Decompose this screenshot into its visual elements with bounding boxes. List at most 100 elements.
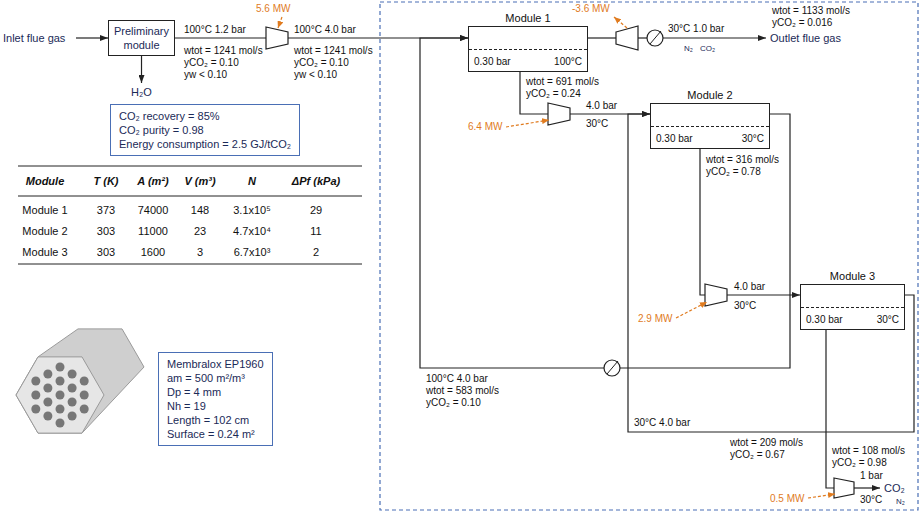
stream-label: yCO₂ = 0.10 [426, 397, 481, 409]
table-cell: Module 3 [22, 245, 67, 259]
expander-symbol [616, 26, 638, 50]
stream-connector [700, 149, 800, 295]
table-cell: 74000 [138, 203, 169, 217]
compressor-symbol [266, 27, 854, 498]
stream-label: yCO₂ = 0.98 [832, 457, 887, 469]
table-header: N [248, 174, 256, 188]
stream-label: yCO₂ = 0.10 [294, 57, 349, 69]
membrane-module: Module 10.30 bar100°C [468, 26, 588, 72]
table-cell: 303 [97, 245, 115, 259]
stream-label: 1 bar [860, 470, 883, 482]
stream-label: yCO₂ = 0.016 [772, 17, 832, 29]
temperature-label: 100°C [554, 56, 582, 68]
temperature-label: 30°C [877, 314, 899, 326]
stream-label: yCO₂ = 0.24 [526, 88, 581, 100]
summary-box: CO₂ recovery = 85%CO₂ purity = 0.98Energ… [110, 104, 300, 156]
table-rules [18, 166, 362, 264]
membrane-divider [651, 126, 769, 127]
stream-label: yCO₂ = 0.78 [706, 166, 761, 178]
temperature-label: 30°C [742, 133, 764, 145]
stream-label: wtot = 691 mol/s [526, 76, 599, 88]
stream-connector [520, 72, 650, 114]
table-header: Module [26, 174, 65, 188]
stream-label: wtot = 316 mol/s [706, 154, 779, 166]
module-title: Module 1 [469, 11, 587, 25]
outflow-arrow [141, 56, 142, 83]
node-text: Membralox EP1960 [167, 357, 264, 371]
stream-connector [628, 114, 914, 432]
stream-lines [76, 38, 880, 488]
process-boundary [380, 2, 918, 510]
stream-name: CO₂ [884, 481, 905, 495]
table-cell: 4.7x10⁴ [233, 224, 271, 238]
table-header: V (m³) [184, 174, 215, 188]
pressure-label: 0.30 bar [806, 314, 843, 326]
power-arrow [278, 17, 835, 498]
stream-label: wtot = 1133 mol/s [772, 5, 850, 17]
table-cell: 148 [191, 203, 209, 217]
stream-label: 30°C 4.0 bar [634, 417, 690, 429]
pressure-label: 0.30 bar [656, 133, 693, 145]
table-cell: 3 [197, 245, 203, 259]
species-label: N₂ [684, 44, 693, 53]
node-text: Preliminary module [114, 24, 169, 52]
table-cell: 11 [310, 224, 321, 238]
module-title: Module 3 [801, 269, 904, 283]
stream-name: Inlet flue gas [3, 31, 65, 45]
table-header: ΔPf (kPa) [292, 174, 340, 188]
stream-label: yw < 0.10 [294, 69, 337, 81]
table-cell: 23 [194, 224, 206, 238]
table-cell: 3.1x10⁵ [233, 203, 271, 217]
table-header: T (K) [93, 174, 118, 188]
node-text: CO₂ purity = 0.98 [119, 123, 291, 137]
membrane-module: Module 30.30 bar30°C [800, 284, 905, 330]
membrane-divider [801, 307, 904, 308]
table-cell: 303 [97, 224, 115, 238]
node-text: Length = 102 cm [167, 413, 264, 427]
table-cell: 1600 [141, 245, 165, 259]
node-text: am = 500 m²/m³ [167, 371, 264, 385]
power-label: 2.9 MW [638, 313, 672, 325]
stream-label: wtot = 108 mol/s [832, 445, 905, 457]
node-text: Energy consumption = 2.5 GJ/tCO₂ [119, 137, 291, 151]
stream-label: 30°C [586, 118, 608, 130]
power-label: 6.4 MW [468, 121, 502, 133]
membrane-photo [16, 329, 144, 433]
power-label: 5.6 MW [256, 3, 290, 15]
table-cell: 6.7x10³ [234, 245, 271, 259]
power-label: -3.6 MW [572, 3, 610, 15]
stream-label: 30°C 1.0 bar [668, 23, 724, 35]
node-text: Dp = 4 mm [167, 385, 264, 399]
table-cell: Module 1 [22, 203, 67, 217]
species-label: CO₂ [700, 44, 715, 53]
stream-label: 30°C [860, 494, 882, 506]
heat-exchanger-symbol [604, 30, 663, 376]
membrane-module: Module 20.30 bar30°C [650, 103, 770, 149]
stream-label: wtot = 209 mol/s [730, 437, 803, 449]
table-cell: 11000 [138, 224, 168, 238]
table-cell: 2 [313, 245, 319, 259]
stream-label: 100°C 1.2 bar [184, 24, 246, 36]
stream-label: 4.0 bar [734, 281, 765, 293]
stream-connector [420, 38, 790, 368]
stream-label: wtot = 1241 mol/s [184, 45, 263, 57]
node-text: Nh = 19 [167, 399, 264, 413]
stream-label: 30°C [734, 300, 756, 312]
stream-label: yCO₂ = 0.67 [730, 449, 785, 461]
stream-label: 100°C 4.0 bar [426, 373, 488, 385]
stream-label: yw < 0.10 [184, 69, 227, 81]
spec-box: Membralox EP1960am = 500 m²/m³Dp = 4 mmN… [158, 352, 273, 446]
stream-label: wtot = 583 mol/s [426, 385, 499, 397]
stream-label: wtot = 1241 mol/s [294, 45, 373, 57]
module-title: Module 2 [651, 88, 769, 102]
pressure-label: 0.30 bar [474, 56, 511, 68]
table-cell: 373 [97, 203, 115, 217]
process-box: Preliminary module [108, 20, 175, 56]
table-cell: 29 [310, 203, 322, 217]
membrane-divider [469, 49, 587, 50]
stream-label: 4.0 bar [586, 100, 617, 112]
stream-label: yCO₂ = 0.10 [184, 57, 239, 69]
